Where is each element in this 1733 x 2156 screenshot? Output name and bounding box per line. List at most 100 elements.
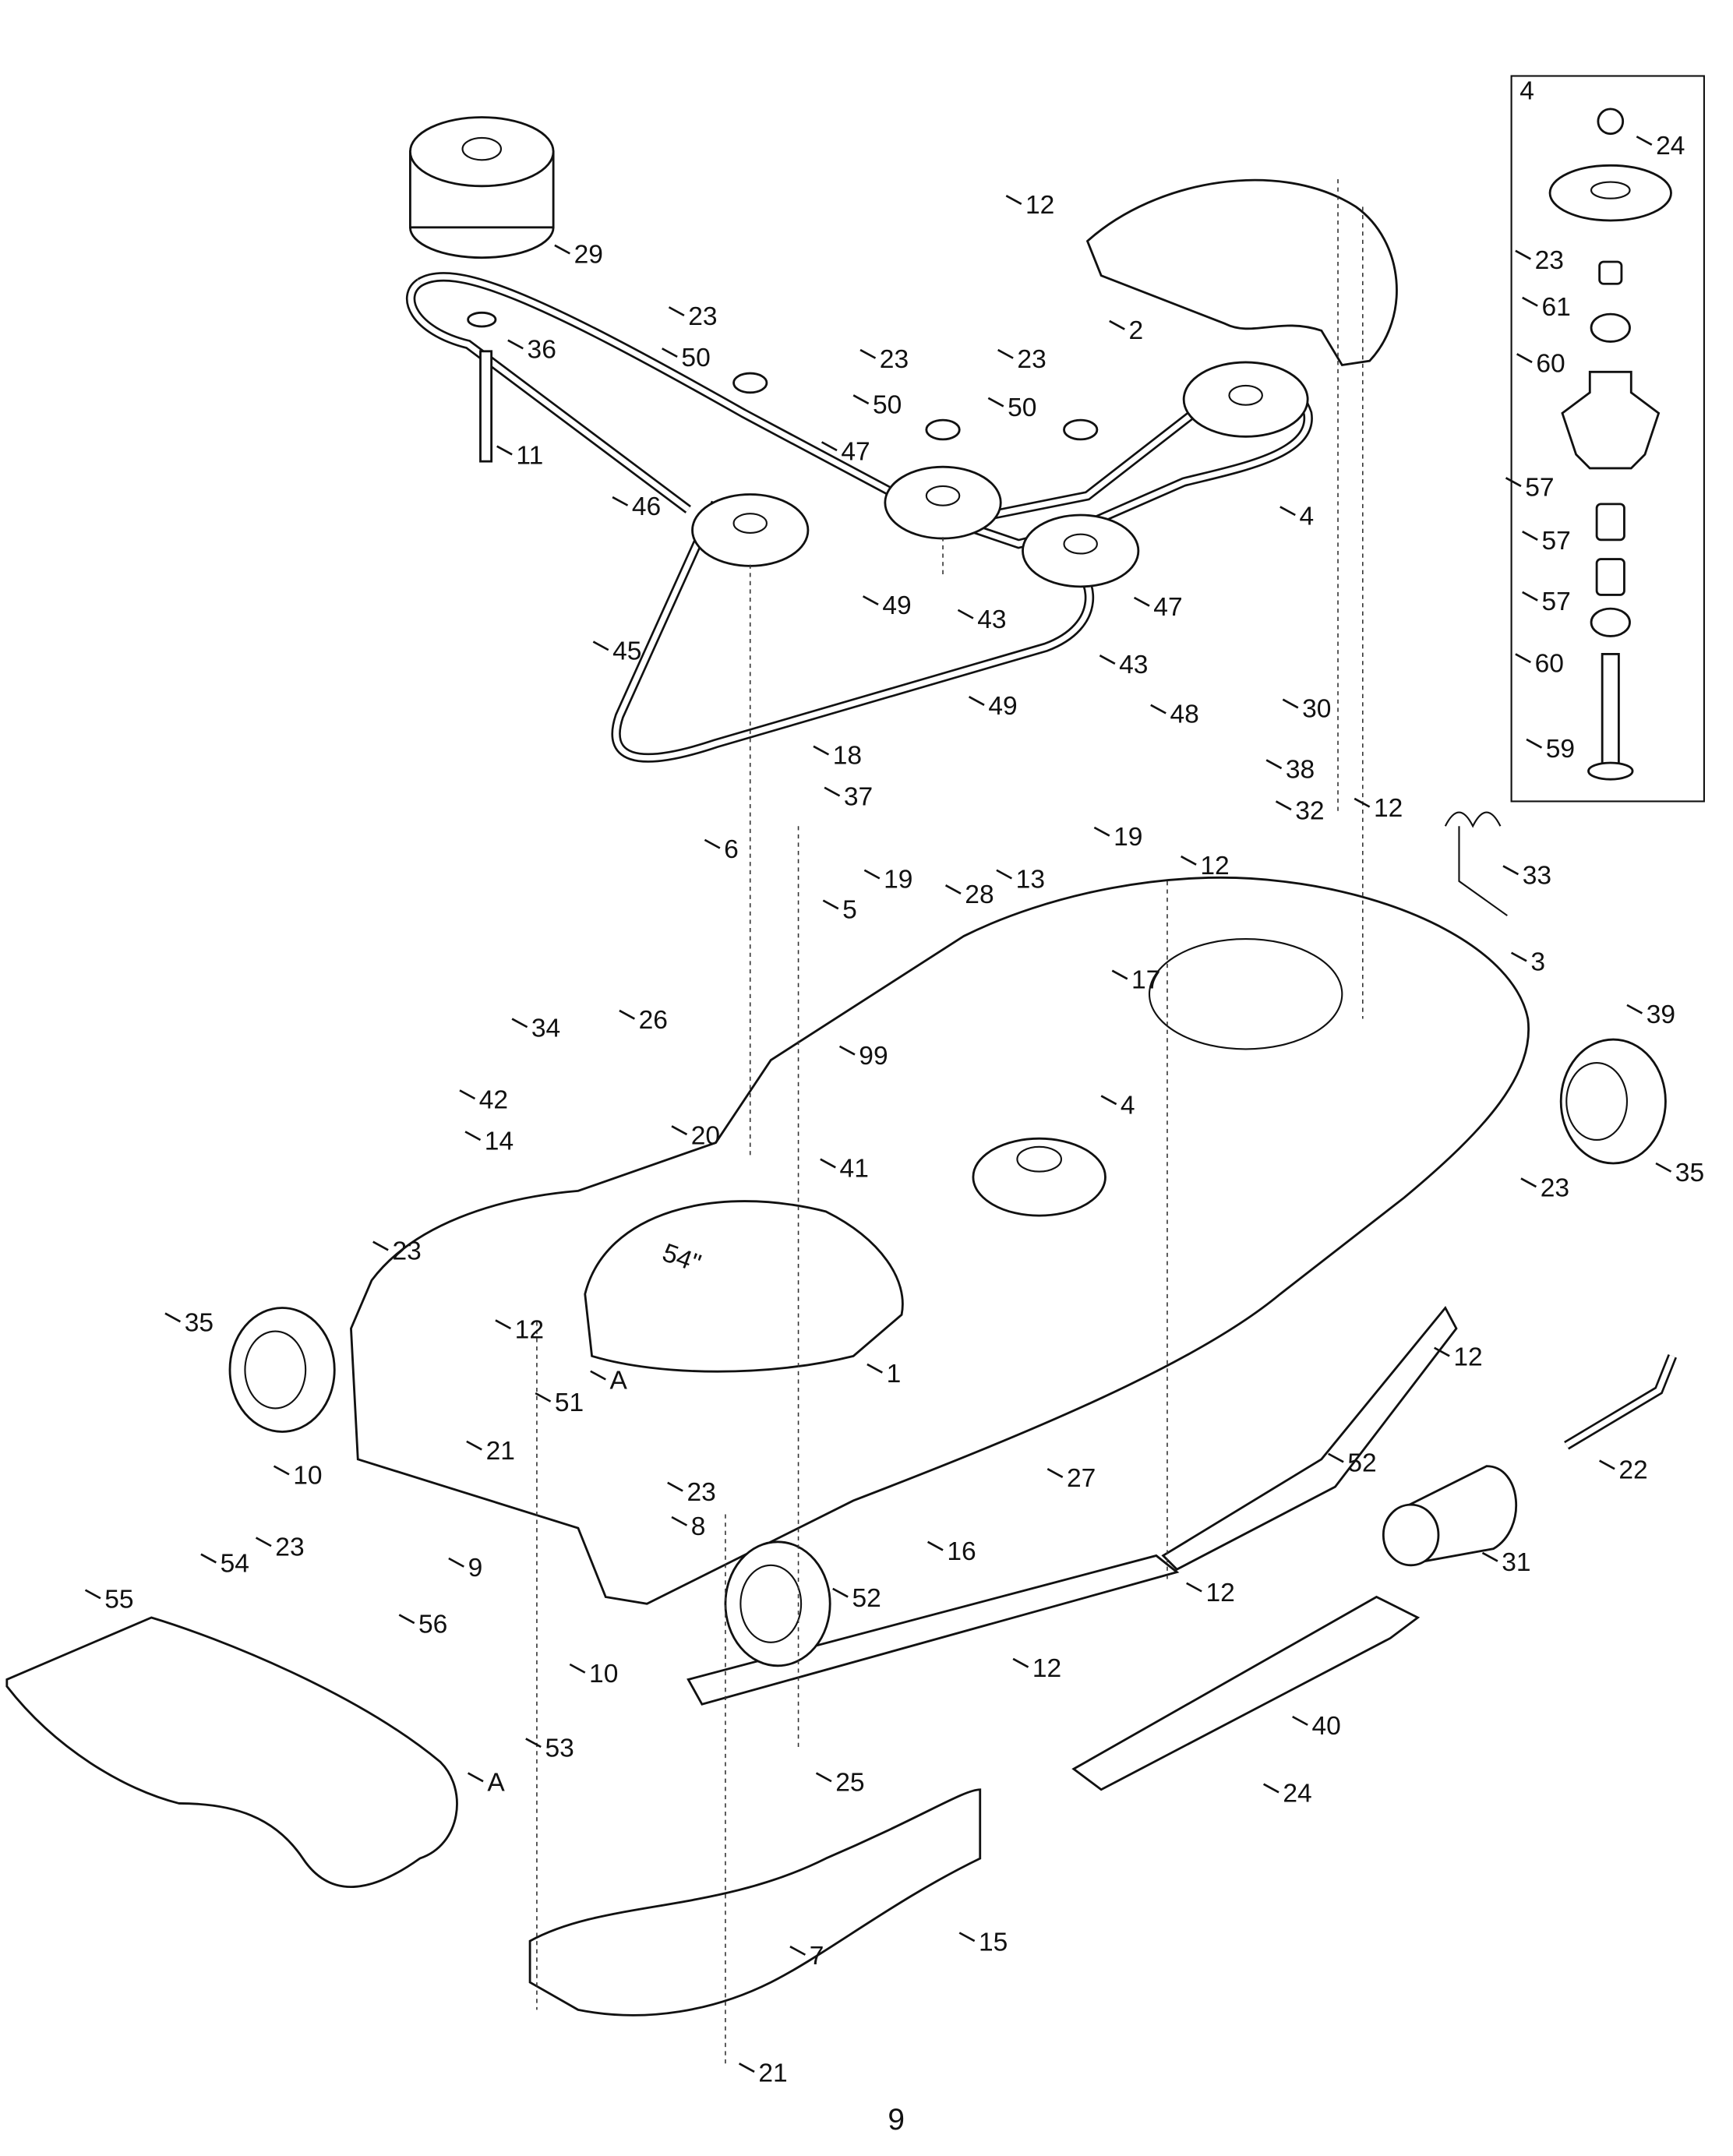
callout-label: 10 — [589, 1660, 618, 1688]
leader-line — [1282, 698, 1299, 709]
callout-label: 56 — [418, 1610, 447, 1639]
leader-line — [815, 1772, 832, 1783]
leader-line — [200, 1553, 217, 1564]
leader-line — [1262, 1783, 1279, 1794]
callout-label: 48 — [1170, 700, 1199, 729]
leader-line — [1181, 855, 1197, 866]
callout-label: 61 — [1541, 293, 1570, 322]
deflector-shield — [528, 1788, 982, 2017]
baffle-front — [686, 1554, 1180, 1706]
callout-label: 13 — [1016, 866, 1045, 895]
leader-line — [1111, 969, 1128, 980]
callout-label: 40 — [1311, 1712, 1340, 1741]
leader-line — [255, 1537, 272, 1547]
callout-label: 28 — [965, 880, 994, 909]
leader-line — [863, 869, 881, 880]
electric-clutch — [408, 116, 555, 259]
leader-line — [862, 595, 879, 605]
callout-label: 6 — [724, 835, 739, 864]
callout-label: 51 — [555, 1389, 584, 1417]
leader-line — [832, 1587, 849, 1598]
callout-label: 99 — [859, 1042, 888, 1071]
leader-line — [1265, 759, 1283, 770]
leader-line — [1186, 1582, 1202, 1593]
leader-line — [372, 1240, 389, 1251]
leader-line — [667, 1481, 683, 1492]
leader-line — [821, 441, 838, 452]
mower-deck — [350, 876, 1530, 1605]
leader-line — [958, 1932, 976, 1943]
leader-line — [704, 838, 721, 849]
pulleys — [467, 311, 1309, 588]
callout-label: 23 — [686, 1478, 715, 1507]
callout-label: 27 — [1067, 1464, 1096, 1493]
callout-label: 45 — [612, 637, 641, 665]
callout-label: 57 — [1525, 473, 1554, 502]
gauge-wheels — [228, 1038, 1667, 1667]
callout-label: 10 — [293, 1462, 322, 1491]
discharge-chute — [5, 1616, 458, 1888]
leader-line — [927, 1540, 944, 1551]
leader-line — [1133, 596, 1150, 607]
callout-label: 54 — [221, 1550, 249, 1579]
leader-line — [1522, 531, 1538, 541]
leader-line — [671, 1516, 688, 1526]
callout-label: 19 — [884, 866, 912, 895]
leader-line — [1599, 1459, 1615, 1470]
callout-label: 16 — [947, 1537, 976, 1566]
callout-label: 11 — [516, 442, 543, 471]
callout-label: 29 — [574, 241, 603, 270]
inset-title: 4 — [1519, 77, 1534, 106]
callout-label: 50 — [873, 390, 902, 419]
torsion-spring — [1444, 811, 1508, 916]
leader-line — [838, 1045, 856, 1056]
callout-label: 55 — [104, 1586, 133, 1614]
callout-label: 23 — [1541, 1173, 1569, 1202]
callout-label: 23 — [688, 302, 717, 331]
leader-line — [789, 1945, 806, 1956]
callout-label: 4 — [1300, 502, 1315, 531]
leader-line — [1109, 319, 1125, 330]
leader-line — [398, 1614, 415, 1625]
callout-label: 25 — [835, 1769, 864, 1798]
callout-label: 7 — [810, 1942, 824, 1971]
callout-label: 23 — [880, 345, 909, 374]
leader-line — [511, 1018, 528, 1029]
leader-line — [1005, 195, 1022, 205]
leader-line — [590, 1370, 606, 1381]
callout-label: A — [487, 1769, 505, 1798]
leader-line — [987, 397, 1004, 408]
callout-label: 26 — [639, 1006, 668, 1035]
leader-line — [1150, 704, 1167, 715]
leader-line — [671, 1125, 688, 1136]
callout-label: 60 — [1535, 649, 1564, 678]
leader-line — [1354, 797, 1371, 808]
leader-line — [1515, 653, 1531, 664]
callout-label: 17 — [1131, 966, 1160, 995]
callout-label: 43 — [977, 605, 1006, 634]
spindle-assembly-exploded — [1548, 108, 1672, 781]
leader-line — [1012, 1657, 1029, 1668]
leader-line — [273, 1465, 290, 1476]
callout-label: 47 — [1153, 593, 1182, 622]
callout-label: 12 — [515, 1315, 544, 1344]
leader-line — [1522, 296, 1538, 307]
leader-line — [466, 1440, 482, 1451]
leader-line — [957, 609, 974, 619]
callout-label: 15 — [979, 1928, 1008, 1957]
baffle-rear — [1161, 1305, 1458, 1571]
leader-line — [459, 1089, 476, 1100]
callout-label: 23 — [1017, 345, 1046, 374]
callout-label: 12 — [1032, 1654, 1061, 1683]
leader-line — [554, 244, 570, 255]
leader-line — [464, 1131, 482, 1142]
callout-label: 23 — [392, 1237, 421, 1266]
leader-line — [1292, 1715, 1308, 1726]
leader-line — [824, 786, 841, 797]
leader-line — [619, 1009, 635, 1020]
leader-line — [1505, 477, 1522, 488]
leader-line — [1047, 1468, 1064, 1478]
leader-line — [1328, 1452, 1344, 1463]
callout-label: 43 — [1119, 651, 1148, 679]
